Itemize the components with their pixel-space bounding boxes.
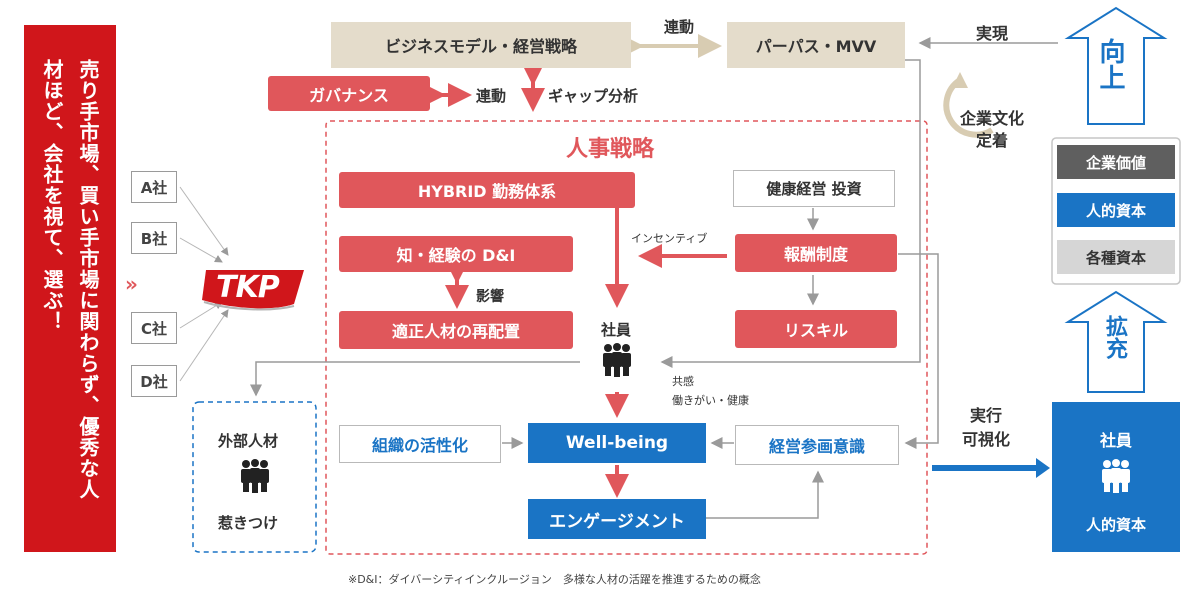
governance-box: ガバナンス <box>268 76 430 111</box>
external-group-icon <box>241 459 269 493</box>
employee-to-external-line <box>250 361 580 397</box>
left-banner-text: 売り手市場、買い手市場に関わらず、優秀な人材ほど、会社を視て、選ぶ！ <box>40 58 100 500</box>
human-capital-sub: 人的資本 <box>1085 516 1146 534</box>
footnote: ※D&I：ダイバーシティインクルージョン 多様な人材の活躍を推進するための概念 <box>348 573 761 586</box>
empathy-label: 共感 働きがい・健康 <box>672 375 749 407</box>
culture-label: 企業文化 定着 <box>960 109 1025 150</box>
company-d-line <box>179 309 229 382</box>
human-capital-icon <box>1102 459 1130 493</box>
up-label: 向上 <box>1095 38 1125 90</box>
reward-box: 報酬制度 <box>735 234 897 272</box>
tkp-logo-graphic <box>202 270 304 311</box>
company-a: A社 <box>131 171 177 203</box>
company-b-line <box>179 237 223 263</box>
purpose-box: パーパス・MVV <box>727 22 905 68</box>
legend-human-capital: 人的資本 <box>1057 193 1175 227</box>
business-model-box: ビジネスモデル・経営戦略 <box>331 22 631 68</box>
company-c: C社 <box>131 312 177 344</box>
company-b: B社 <box>131 222 177 254</box>
human-capital-title: 社員 <box>1099 431 1132 450</box>
chevron-icon: » <box>125 272 138 296</box>
reskill-box: リスキル <box>735 310 897 348</box>
left-banner: 売り手市場、買い手市場に関わらず、優秀な人材ほど、会社を視て、選ぶ！ <box>24 25 116 552</box>
external-talent-title: 外部人材 <box>218 432 279 450</box>
hr-strategy-frame <box>325 120 928 555</box>
company-d: D社 <box>131 365 177 397</box>
influence-label: 影響 <box>476 289 504 305</box>
purpose-to-employee-line <box>660 59 921 368</box>
wellbeing-box: Well-being <box>528 423 706 463</box>
hr-strategy-title: 人事戦略 <box>566 137 655 162</box>
legend-corporate-value: 企業価値 <box>1057 145 1175 179</box>
gap-analysis-label: ギャップ分析 <box>548 87 639 105</box>
legend-other-capital: 各種資本 <box>1057 240 1175 274</box>
linkage-label: 連動 <box>664 18 695 36</box>
culture-cycle-arrow <box>943 77 994 138</box>
external-talent-frame <box>192 401 317 553</box>
tkp-logo-text: TKP <box>216 270 280 305</box>
participation-box: 経営参画意識 <box>735 425 899 465</box>
hybrid-box: HYBRID 勤務体系 <box>339 172 635 208</box>
company-c-line <box>179 301 223 329</box>
company-a-line <box>179 186 229 256</box>
engagement-box: エンゲージメント <box>528 499 706 539</box>
expand-label: 拡充 <box>1102 315 1127 359</box>
employee-group-icon <box>603 343 631 377</box>
reward-to-participation-line <box>898 253 939 449</box>
external-talent-sub: 惹きつけ <box>218 514 279 532</box>
employee-label: 社員 <box>601 321 632 339</box>
execute-label: 実行 可視化 <box>962 406 1011 449</box>
incentive-label: インセンティブ <box>631 232 708 245</box>
health-invest-box: 健康経営 投資 <box>733 170 895 207</box>
human-capital-box: 社員 人的資本 <box>1052 402 1180 552</box>
org-activation-box: 組織の活性化 <box>339 425 501 463</box>
expand-arrow-shape <box>1064 290 1168 393</box>
engagement-loop-line <box>706 470 824 519</box>
governance-link-label: 連動 <box>476 87 507 105</box>
tkp-logo: TKP <box>200 264 310 314</box>
dei-box: 知・経験の D&I <box>339 236 573 272</box>
realize-label: 実現 <box>976 24 1009 43</box>
reallocation-box: 適正人材の再配置 <box>339 311 573 349</box>
up-arrow-shape <box>1064 6 1168 125</box>
